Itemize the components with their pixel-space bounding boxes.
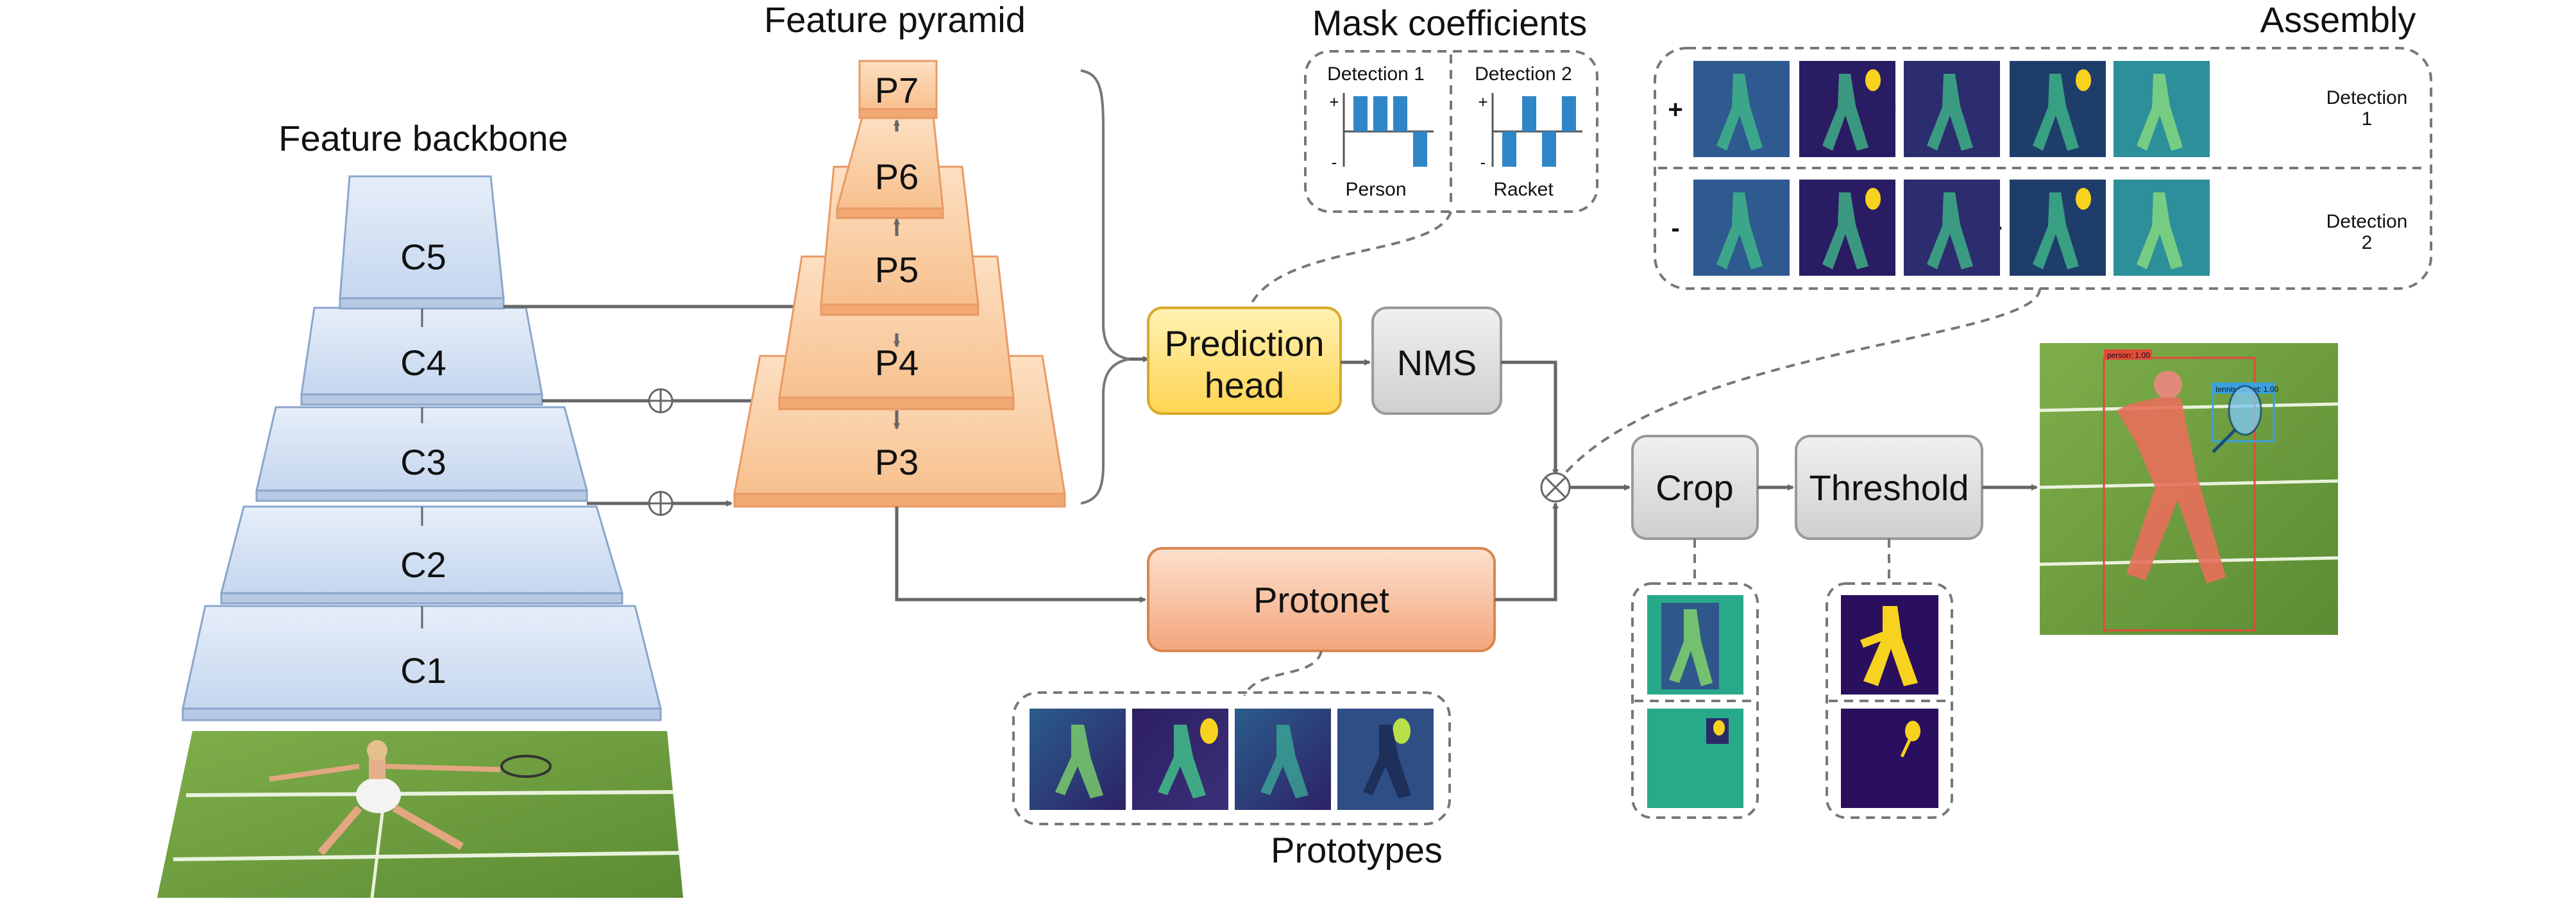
- pyramid-label-p7: P7: [875, 70, 919, 110]
- prototypes-panel: [1012, 691, 1451, 825]
- matrix-multiply-node: [1540, 472, 1571, 503]
- prediction-head-label-line2: head: [1205, 365, 1285, 405]
- coef-detection2-bar-2: [1522, 96, 1536, 131]
- assembly-panel: +++-= -+-+= Detection 1 Detection 2: [1654, 47, 2432, 290]
- pyramid-layer-p6: P6: [836, 114, 944, 219]
- backbone-label-c4: C4: [400, 342, 446, 383]
- assembly-row2-op-1: -: [1671, 214, 1679, 242]
- person-bbox: [2103, 357, 2256, 632]
- pyramid-label-p6: P6: [875, 156, 919, 197]
- threshold-box: Threshold: [1795, 435, 1983, 540]
- assembly-row2-label-line2: 2: [2362, 232, 2373, 253]
- crop-label: Crop: [1656, 467, 1733, 508]
- coefficients-panel: Detection 1 Detection 2 Person Racket + …: [1304, 50, 1598, 213]
- assembly-row-1: +++-=: [1668, 61, 2210, 157]
- crop-result-2: [1647, 709, 1743, 808]
- pyramid-layer-p7: P7: [858, 60, 938, 119]
- backbone-layer-c2: C2: [220, 505, 624, 605]
- pyramid-label-p3: P3: [875, 442, 919, 482]
- coef1-minus: -: [1332, 153, 1337, 172]
- coef1-plus: +: [1329, 92, 1339, 112]
- backbone-title: Feature backbone: [278, 118, 568, 158]
- coef2-minus: -: [1480, 153, 1486, 172]
- assembly-row2-label-line1: Detection: [2326, 211, 2408, 232]
- coefficients-title: Mask coefficients: [1312, 3, 1587, 43]
- coef-detection1-bar-4: [1413, 131, 1427, 167]
- threshold-label: Threshold: [1809, 467, 1969, 508]
- backbone-layer-c5: C5: [339, 175, 505, 310]
- nms-box: NMS: [1371, 307, 1502, 415]
- assembly-row1-label-line2: 1: [2362, 108, 2373, 130]
- assembly-row-2: -+-+=: [1671, 180, 2210, 276]
- crop-results-panel: [1631, 582, 1759, 819]
- backbone-label-c2: C2: [400, 544, 446, 585]
- protonet-label: Protonet: [1253, 580, 1389, 620]
- coef-detection1-bar-3: [1393, 96, 1407, 131]
- coef-detection1-label: Detection 1: [1327, 63, 1425, 85]
- backbone-label-c1: C1: [400, 650, 446, 691]
- backbone-layer-c3: C3: [255, 406, 588, 502]
- assembly-title: Assembly: [2260, 0, 2416, 40]
- protonet-box: Protonet: [1147, 547, 1496, 652]
- prediction-head-label-line1: Prediction: [1164, 323, 1324, 364]
- coef-detection2-bar-1: [1502, 131, 1516, 167]
- threshold-results-panel: [1826, 582, 1953, 819]
- coef-class1-label: Person: [1345, 179, 1406, 200]
- pyramid-label-p5: P5: [875, 249, 919, 290]
- backbone-label-c5: C5: [400, 237, 446, 277]
- coef-detection2-bar-4: [1562, 96, 1576, 131]
- backbone-layer-c1: C1: [182, 605, 662, 721]
- crop-box: Crop: [1631, 435, 1759, 540]
- coef-detection2-bar-3: [1542, 131, 1556, 167]
- pyramid-title: Feature pyramid: [764, 0, 1026, 40]
- output-image: person: 1.00 tennis racket: 1.00: [2039, 343, 2339, 635]
- nms-label: NMS: [1397, 342, 1477, 383]
- backbone-layer-c4: C4: [300, 307, 543, 406]
- assembly-row1-op-1: +: [1668, 96, 1682, 124]
- coef2-plus: +: [1478, 92, 1487, 112]
- person-detection-label: person: 1.00: [2107, 351, 2150, 360]
- backbone-label-c3: C3: [400, 442, 446, 482]
- assembly-row1-label-line1: Detection: [2326, 87, 2408, 108]
- pyramid-label-p4: P4: [875, 342, 919, 383]
- coef-detection2-label: Detection 2: [1475, 63, 1572, 85]
- prototypes-title: Prototypes: [1271, 830, 1443, 870]
- coef-class2-label: Racket: [1493, 179, 1554, 200]
- input-image: [157, 731, 683, 898]
- coef-detection1-bar-1: [1353, 96, 1368, 131]
- prediction-head-box: Prediction head: [1147, 307, 1342, 415]
- threshold-result-2: [1841, 709, 1938, 808]
- coef-detection1-bar-2: [1373, 96, 1387, 131]
